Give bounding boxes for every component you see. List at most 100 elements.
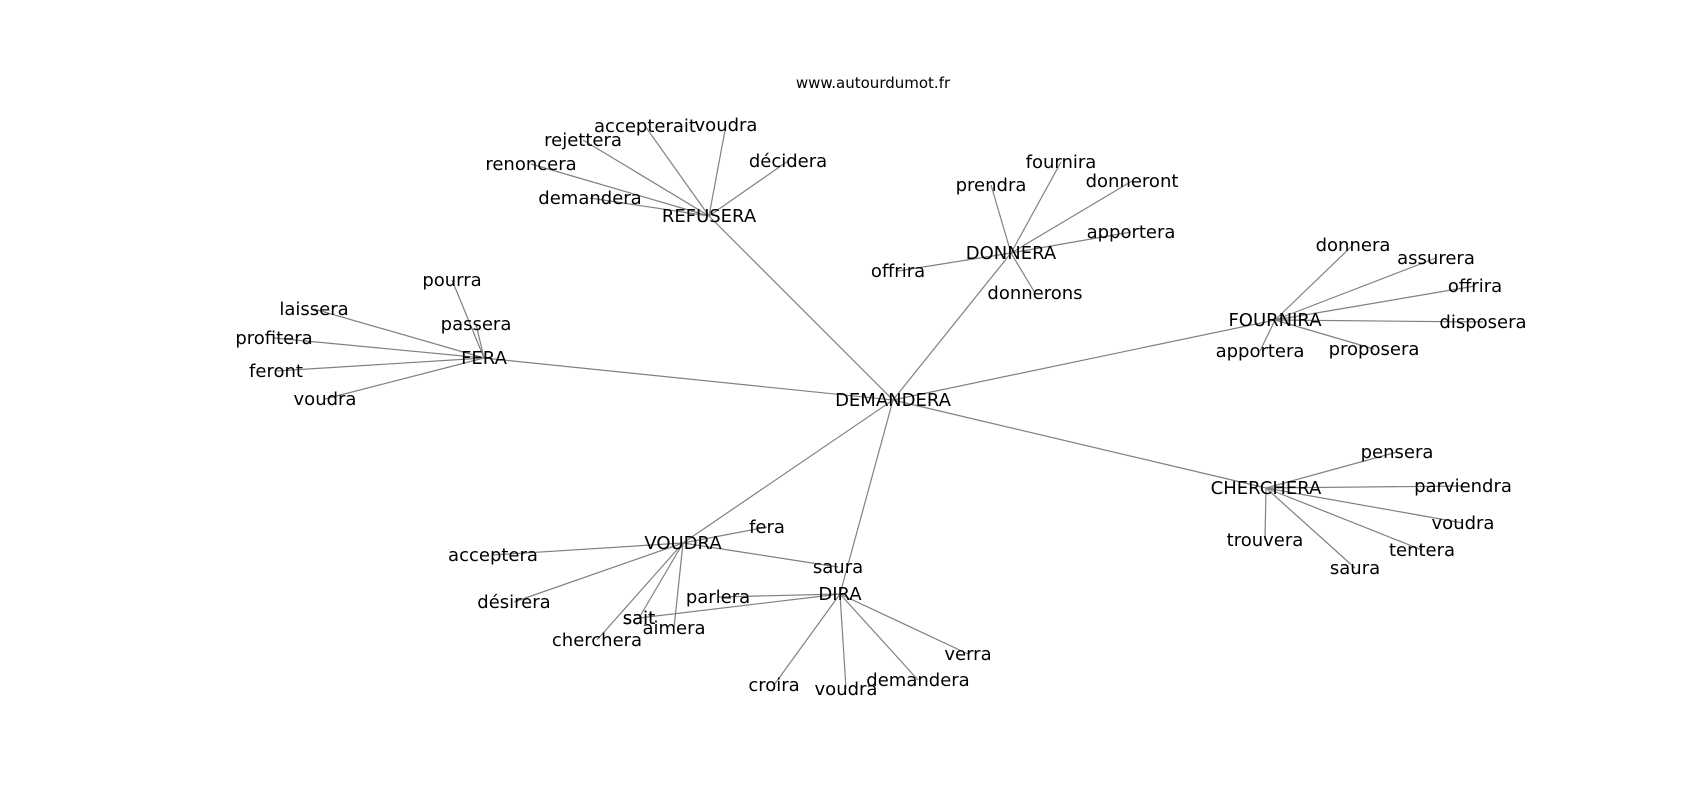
edge-center-voudra bbox=[682, 399, 894, 544]
edge-center-refusera bbox=[708, 215, 894, 401]
leaf-node-label: donneront bbox=[1086, 171, 1179, 192]
leaf-node-label: parlera bbox=[686, 587, 750, 608]
edge-cherchera-leaf bbox=[1265, 451, 1398, 489]
edge-refusera-leaf bbox=[530, 163, 710, 217]
leaf-node-label: profitera bbox=[235, 328, 312, 349]
center-node-label: DEMANDERA bbox=[835, 390, 952, 411]
edge-donnera-leaf bbox=[1010, 252, 1036, 294]
edge-refusera-leaf bbox=[708, 124, 727, 217]
edge-dira-leaf bbox=[839, 593, 969, 655]
edge-cherchera-leaf bbox=[1264, 487, 1267, 541]
leaf-node-label: voudra bbox=[294, 389, 357, 410]
leaf-node-label: laissera bbox=[279, 299, 348, 320]
edge-donnera-leaf bbox=[1010, 161, 1062, 254]
edge-refusera-leaf bbox=[708, 160, 789, 217]
edge-voudra-leaf bbox=[638, 542, 684, 619]
leaf-node-label: voudra bbox=[815, 679, 878, 700]
leaf-node-label: passera bbox=[441, 314, 512, 335]
hub-node-dira: DIRA bbox=[818, 584, 862, 605]
leaf-node-label: donnerons bbox=[987, 283, 1082, 304]
leaf-node-label: apportera bbox=[1087, 222, 1176, 243]
edge-cherchera-leaf bbox=[1265, 485, 1464, 489]
edge-center-cherchera bbox=[892, 399, 1267, 489]
leaf-node-label: pensera bbox=[1361, 442, 1434, 463]
leaf-node-label: voudra bbox=[1432, 513, 1495, 534]
leaf-node-label: fournira bbox=[1026, 152, 1097, 173]
hub-node-cherchera: CHERCHERA bbox=[1211, 478, 1322, 499]
leaf-node-label: cherchera bbox=[552, 630, 642, 651]
edge-center-fournira bbox=[892, 319, 1276, 401]
edge-fournira-leaf bbox=[1274, 319, 1484, 323]
edge-fera-leaf bbox=[475, 323, 485, 359]
leaf-node-label: accepterait bbox=[594, 116, 696, 137]
graph-edges bbox=[273, 124, 1484, 690]
edge-refusera-leaf bbox=[644, 125, 710, 217]
edge-cherchera-leaf bbox=[1265, 487, 1464, 524]
edge-center-dira bbox=[839, 399, 894, 595]
edge-fournira-leaf bbox=[1274, 257, 1437, 321]
edge-center-donnera bbox=[892, 252, 1012, 401]
leaf-node-label: tentera bbox=[1389, 540, 1455, 561]
watermark-text: www.autourdumot.fr bbox=[796, 74, 951, 92]
edge-cherchera-leaf bbox=[1265, 487, 1356, 569]
edge-cherchera-leaf bbox=[1265, 487, 1423, 551]
edge-fournira-leaf bbox=[1259, 319, 1276, 352]
edge-fera-leaf bbox=[451, 279, 485, 359]
edge-dira-leaf bbox=[717, 593, 841, 598]
leaf-node-label: voudra bbox=[695, 115, 758, 136]
leaf-node-label: parviendra bbox=[1414, 476, 1512, 497]
edge-donnera-leaf bbox=[1010, 180, 1133, 254]
leaf-node-label: renoncera bbox=[485, 154, 576, 175]
edge-fera-leaf bbox=[275, 357, 485, 372]
leaf-node-label: apportera bbox=[1216, 341, 1305, 362]
edge-fera-leaf bbox=[273, 337, 485, 359]
leaf-node-label: prendra bbox=[956, 175, 1027, 196]
leaf-node-label: saura bbox=[813, 557, 863, 578]
leaf-node-label: demandera bbox=[866, 670, 969, 691]
leaf-node-label: donnera bbox=[1316, 235, 1391, 256]
leaf-node-label: trouvera bbox=[1227, 530, 1304, 551]
edge-voudra-leaf bbox=[682, 542, 839, 568]
edge-fera-leaf bbox=[324, 357, 485, 400]
edge-donnera-leaf bbox=[897, 252, 1012, 272]
edge-dira-leaf bbox=[839, 593, 919, 681]
edge-donnera-leaf bbox=[1010, 231, 1132, 254]
leaf-node-label: sait bbox=[623, 608, 655, 629]
leaf-node-label: croira bbox=[748, 675, 799, 696]
leaf-node-label: offrira bbox=[871, 261, 925, 282]
leaf-node-label: saura bbox=[1330, 558, 1380, 579]
edge-voudra-leaf bbox=[596, 542, 684, 641]
edge-fournira-leaf bbox=[1274, 285, 1476, 321]
edge-donnera-leaf bbox=[990, 184, 1012, 254]
edge-voudra-leaf bbox=[492, 542, 684, 556]
leaf-node-label: demandera bbox=[538, 188, 641, 209]
edge-fera-leaf bbox=[313, 308, 485, 359]
leaf-node-label: fera bbox=[749, 517, 785, 538]
hub-node-refusera: REFUSERA bbox=[662, 206, 757, 227]
hub-node-fournira: FOURNIRA bbox=[1228, 310, 1322, 331]
leaf-node-label: désirera bbox=[477, 592, 550, 613]
leaf-node-label: pourra bbox=[422, 270, 481, 291]
edge-dira-leaf bbox=[773, 593, 841, 686]
hub-node-fera: FERA bbox=[461, 348, 508, 369]
leaf-node-label: assurera bbox=[1397, 248, 1475, 269]
edge-fournira-leaf bbox=[1274, 244, 1354, 321]
edge-refusera-leaf bbox=[589, 197, 710, 217]
edge-fournira-leaf bbox=[1274, 319, 1375, 350]
edge-dira-leaf bbox=[839, 593, 847, 690]
leaf-node-label: verra bbox=[944, 644, 991, 665]
leaf-node-label: aimera bbox=[642, 618, 705, 639]
leaf-node-label: offrira bbox=[1448, 276, 1502, 297]
leaf-node-label: disposera bbox=[1439, 312, 1526, 333]
leaf-node-label: rejettera bbox=[544, 130, 622, 151]
leaf-node-label: acceptera bbox=[448, 545, 538, 566]
leaf-node-label: sait bbox=[623, 608, 655, 629]
edge-center-fera bbox=[483, 357, 894, 401]
hub-node-voudra: VOUDRA bbox=[644, 533, 722, 554]
leaf-node-label: proposera bbox=[1329, 339, 1420, 360]
edge-voudra-leaf bbox=[513, 542, 684, 603]
edge-voudra-leaf bbox=[682, 526, 768, 544]
edge-refusera-leaf bbox=[582, 139, 710, 217]
